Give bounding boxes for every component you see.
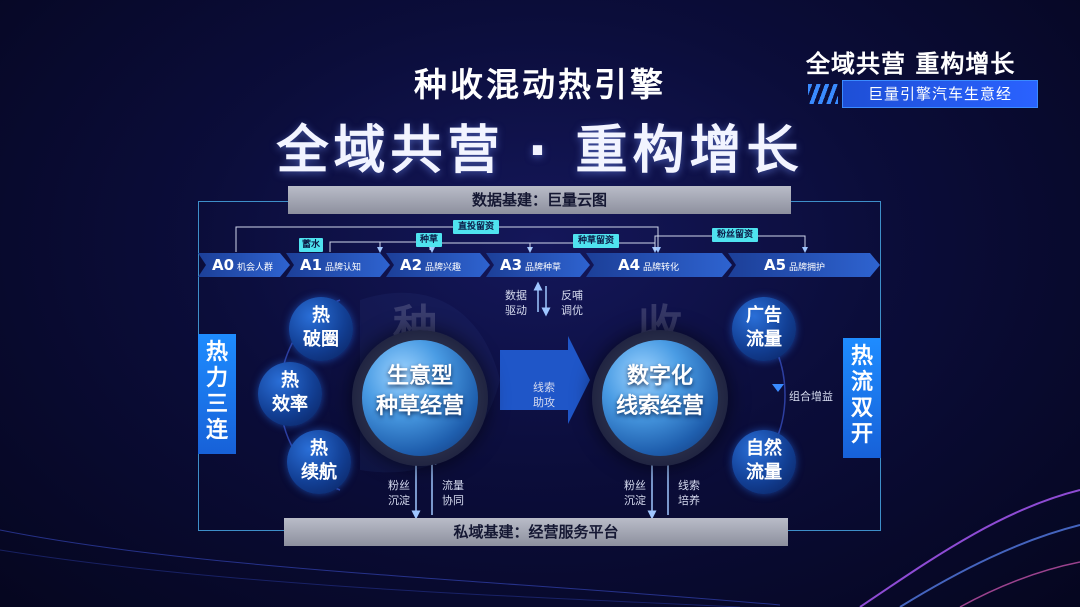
ball-natural-traffic-l2: 流量: [746, 462, 782, 483]
ball-hot-breakout: 热 破圈: [289, 297, 353, 361]
stage-a2-code: A2: [400, 256, 423, 274]
note-data-drive: 数据 驱动: [505, 289, 527, 317]
note-combo-gain: 组合增益: [789, 390, 833, 403]
note-traffic-synergy: 流量 协同: [442, 479, 464, 507]
ball-hot-efficiency-l1: 热: [281, 370, 299, 391]
private-domain-bar: 私域基建：经营服务平台: [284, 518, 788, 546]
stage-a2-name: 品牌兴趣: [425, 263, 462, 273]
left-sphere: 生意型 种草经营: [362, 340, 478, 456]
right-side-box: 热流双开: [843, 338, 881, 458]
stage-a4-code: A4: [618, 256, 641, 274]
stage-a0-code: A0: [212, 256, 235, 274]
right-sphere-line1: 数字化: [626, 364, 693, 389]
ball-hot-endurance-l1: 热: [310, 438, 328, 459]
stripes-decoration: [808, 84, 838, 104]
ball-hot-efficiency: 热 效率: [258, 362, 322, 426]
tag-xushui: 蓄水: [299, 238, 323, 252]
ball-ad-traffic-l2: 流量: [746, 329, 782, 350]
ball-hot-efficiency-l2: 效率: [272, 394, 308, 415]
brand-subtitle: 巨量引擎汽车生意经: [842, 80, 1038, 108]
ball-hot-endurance-l2: 续航: [301, 462, 337, 483]
left-side-box: 热力三连: [198, 334, 236, 454]
ball-hot-endurance: 热 续航: [287, 430, 351, 494]
note-fans-settle-left: 粉丝 沉淀: [388, 479, 410, 507]
right-sphere-line2: 线索经营: [615, 394, 704, 419]
stage-a1-code: A1: [300, 256, 323, 274]
right-sphere: 数字化 线索经营: [602, 340, 718, 456]
page-subtitle: 种收混动热引擎: [414, 65, 666, 104]
tag-fensi-liuzi: 粉丝留资: [712, 228, 758, 242]
stage-a0-name: 机会人群: [237, 263, 274, 273]
brand-subtitle-bar: 巨量引擎汽车生意经: [808, 80, 1044, 108]
stage-a3-code: A3: [500, 256, 523, 274]
left-sphere-line1: 生意型: [386, 364, 453, 389]
note-fans-settle-right: 粉丝 沉淀: [624, 479, 646, 507]
stage-a4-name: 品牌转化: [643, 263, 680, 273]
stage-a1-name: 品牌认知: [325, 263, 362, 273]
stage-a3-name: 品牌种草: [525, 263, 562, 273]
tag-zhongcao-liuzi: 种草留资: [573, 234, 619, 248]
note-clue-nurture: 线索 培养: [678, 479, 700, 507]
tag-zhongcao: 种草: [416, 233, 442, 247]
stage-a5-code: A5: [764, 256, 787, 274]
left-sphere-line2: 种草经营: [375, 394, 464, 419]
note-clue-assist: 线索 助攻: [533, 381, 555, 409]
ball-ad-traffic: 广告 流量: [732, 297, 796, 361]
tag-zhitou-liuzi: 直投留资: [453, 220, 499, 234]
note-feedback: 反哺 调优: [561, 289, 583, 317]
ball-natural-traffic-l1: 自然: [746, 438, 782, 459]
page-title: 全域共营 · 重构增长: [276, 121, 804, 181]
right-side-text: 热流双开: [851, 344, 874, 447]
data-infrastructure-bar: 数据基建：巨量云图: [288, 186, 791, 214]
brand-title: 全域共营 重构增长: [806, 50, 1016, 78]
left-side-text: 热力三连: [206, 340, 229, 443]
ball-ad-traffic-l1: 广告: [746, 305, 782, 326]
ball-hot-breakout-l2: 破圈: [303, 329, 339, 350]
ball-natural-traffic: 自然 流量: [732, 430, 796, 494]
ball-hot-breakout-l1: 热: [312, 305, 330, 326]
stage-a5-name: 品牌拥护: [789, 263, 826, 273]
